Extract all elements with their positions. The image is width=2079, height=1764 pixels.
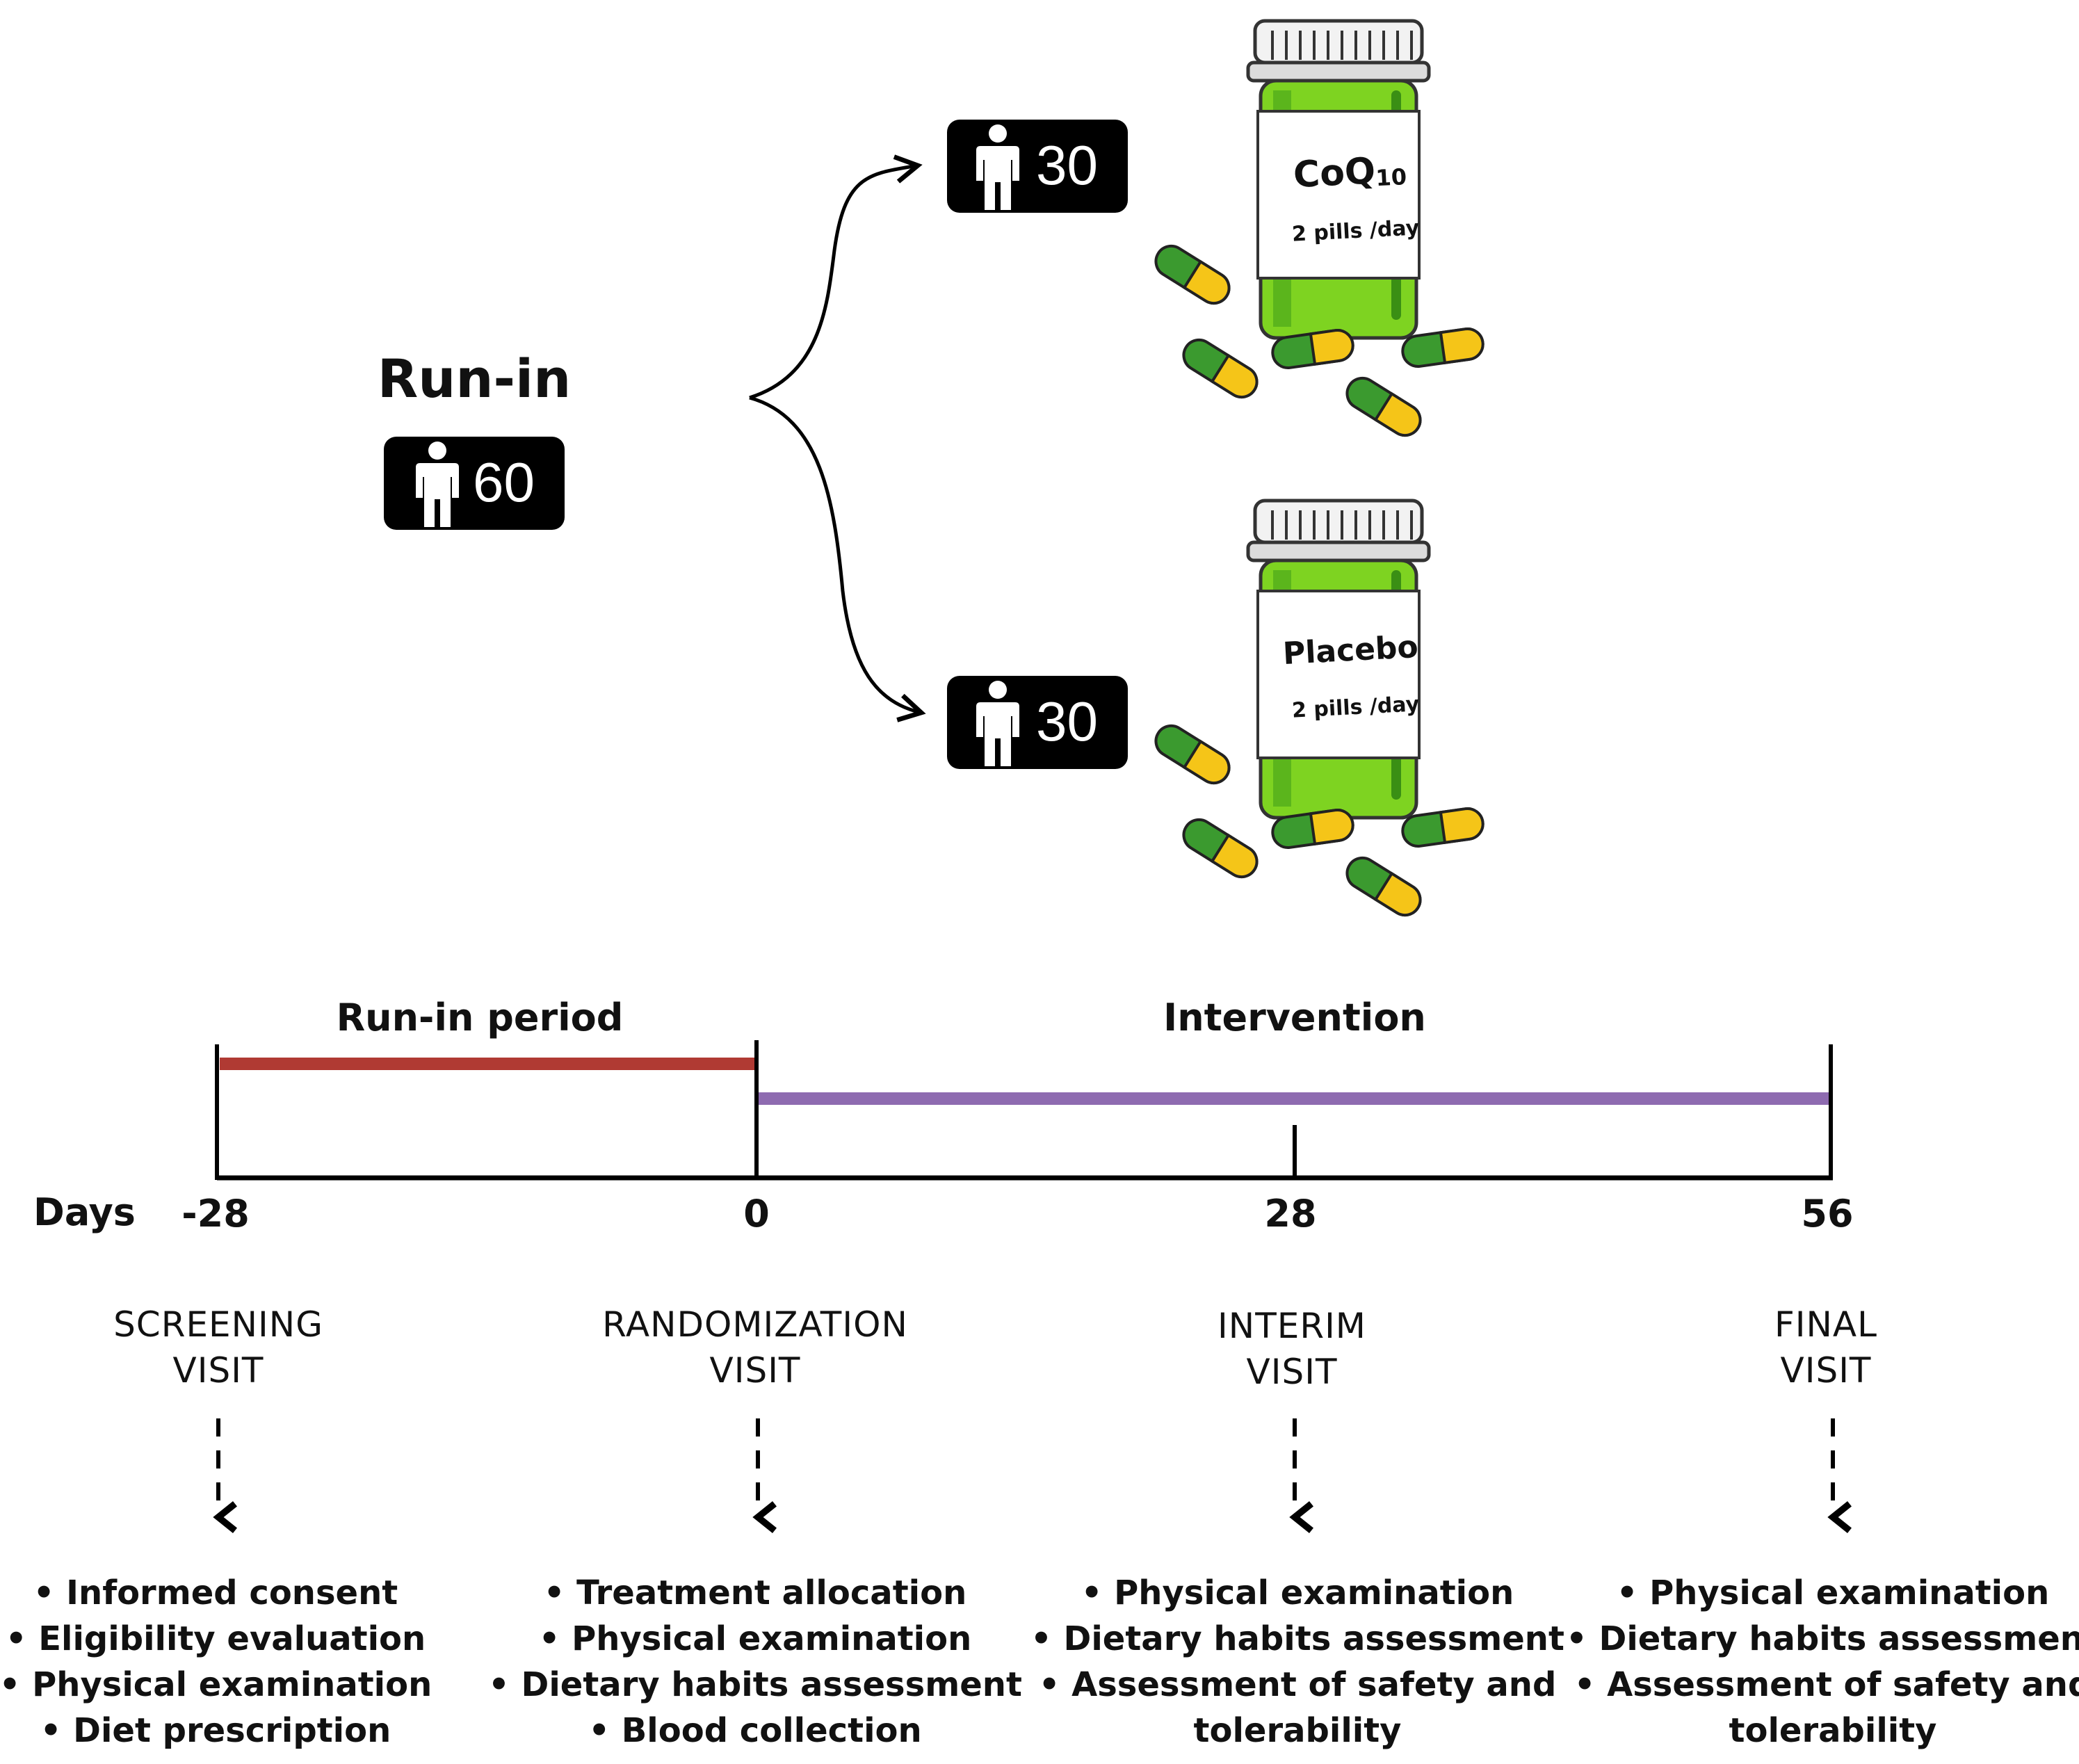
activity-item: Assessment of safety and <box>1030 1662 1564 1708</box>
activity-item: Physical examination <box>0 1662 432 1708</box>
person-icon <box>976 681 1019 766</box>
timeline <box>215 1040 1833 1181</box>
day-0: 0 <box>743 1192 770 1236</box>
visit-arrows <box>213 1418 1852 1533</box>
arm-coq10-count: 30 <box>1036 134 1098 196</box>
visit-title-line: VISIT <box>709 1350 801 1391</box>
visit-title-line: SCREENING <box>113 1304 323 1345</box>
placebo-bottle <box>1246 499 1431 820</box>
visit-title-line: INTERIM <box>1218 1306 1366 1346</box>
activities-randomization: Treatment allocation Physical examinatio… <box>488 1570 1022 1754</box>
arm-coq10-count-badge: 30 <box>947 120 1128 213</box>
activity-item: Dietary habits assessment <box>1030 1616 1564 1662</box>
visit-interim-title: INTERIM VISIT <box>1218 1303 1366 1395</box>
visit-final-title: FINAL VISIT <box>1774 1302 1877 1393</box>
activities-final: Physical examination Dietary habits asse… <box>1566 1570 2079 1754</box>
pills-top <box>1154 244 1485 437</box>
person-icon <box>976 124 1019 210</box>
activity-item: tolerability <box>1729 1711 1937 1750</box>
days-axis-label: Days <box>33 1190 136 1234</box>
period-label-intervention: Intervention <box>1163 996 1426 1039</box>
person-icon <box>416 442 459 527</box>
coq10-bottle <box>1246 19 1431 340</box>
activity-item: Informed consent <box>0 1570 432 1616</box>
activity-item: Physical examination <box>1566 1570 2079 1616</box>
visit-randomization-title: RANDOMIZATION VISIT <box>602 1302 908 1393</box>
runin-title: Run-in <box>377 348 572 410</box>
arm-placebo-count: 30 <box>1036 690 1098 752</box>
activity-item: Dietary habits assessment <box>488 1662 1022 1708</box>
placebo-label: Placebo <box>1282 629 1419 672</box>
period-label-runin: Run-in period <box>336 996 624 1039</box>
day-minus28: -28 <box>181 1192 250 1236</box>
pills-bottom <box>1154 724 1485 917</box>
visit-screening-title: SCREENING VISIT <box>113 1302 323 1393</box>
activity-item: Physical examination <box>488 1616 1022 1662</box>
activities-interim: Physical examination Dietary habits asse… <box>1030 1570 1564 1754</box>
activity-item: Dietary habits assessment <box>1566 1616 2079 1662</box>
activity-item: Physical examination <box>1030 1570 1564 1616</box>
coq10-label: CoQ10 <box>1293 149 1408 196</box>
visit-title-line: RANDOMIZATION <box>602 1304 908 1345</box>
coq10-drug-name: CoQ <box>1292 150 1377 197</box>
activity-item: tolerability <box>1193 1711 1402 1750</box>
branch-arrow-bottom <box>749 396 926 722</box>
branch-arrow-top <box>749 154 923 400</box>
visit-title-line: VISIT <box>172 1350 264 1391</box>
activities-screening: Informed consent Eligibility evaluation … <box>0 1570 432 1754</box>
activity-item: Eligibility evaluation <box>0 1616 432 1662</box>
visit-title-line: VISIT <box>1246 1352 1338 1392</box>
visit-title-line: VISIT <box>1780 1350 1872 1391</box>
coq10-drug-subscript: 10 <box>1375 163 1408 192</box>
activity-item: Assessment of safety and <box>1566 1662 2079 1708</box>
visit-title-line: FINAL <box>1774 1304 1877 1345</box>
runin-count: 60 <box>473 451 535 513</box>
activity-item: Diet prescription <box>0 1708 432 1754</box>
activity-item: Blood collection <box>488 1708 1022 1754</box>
day-28: 28 <box>1264 1192 1317 1236</box>
runin-count-badge: 60 <box>384 437 565 530</box>
placebo-drug-name: Placebo <box>1281 629 1419 672</box>
day-56: 56 <box>1801 1192 1854 1236</box>
activity-item: Treatment allocation <box>488 1570 1022 1616</box>
arm-placebo-count-badge: 30 <box>947 676 1128 769</box>
